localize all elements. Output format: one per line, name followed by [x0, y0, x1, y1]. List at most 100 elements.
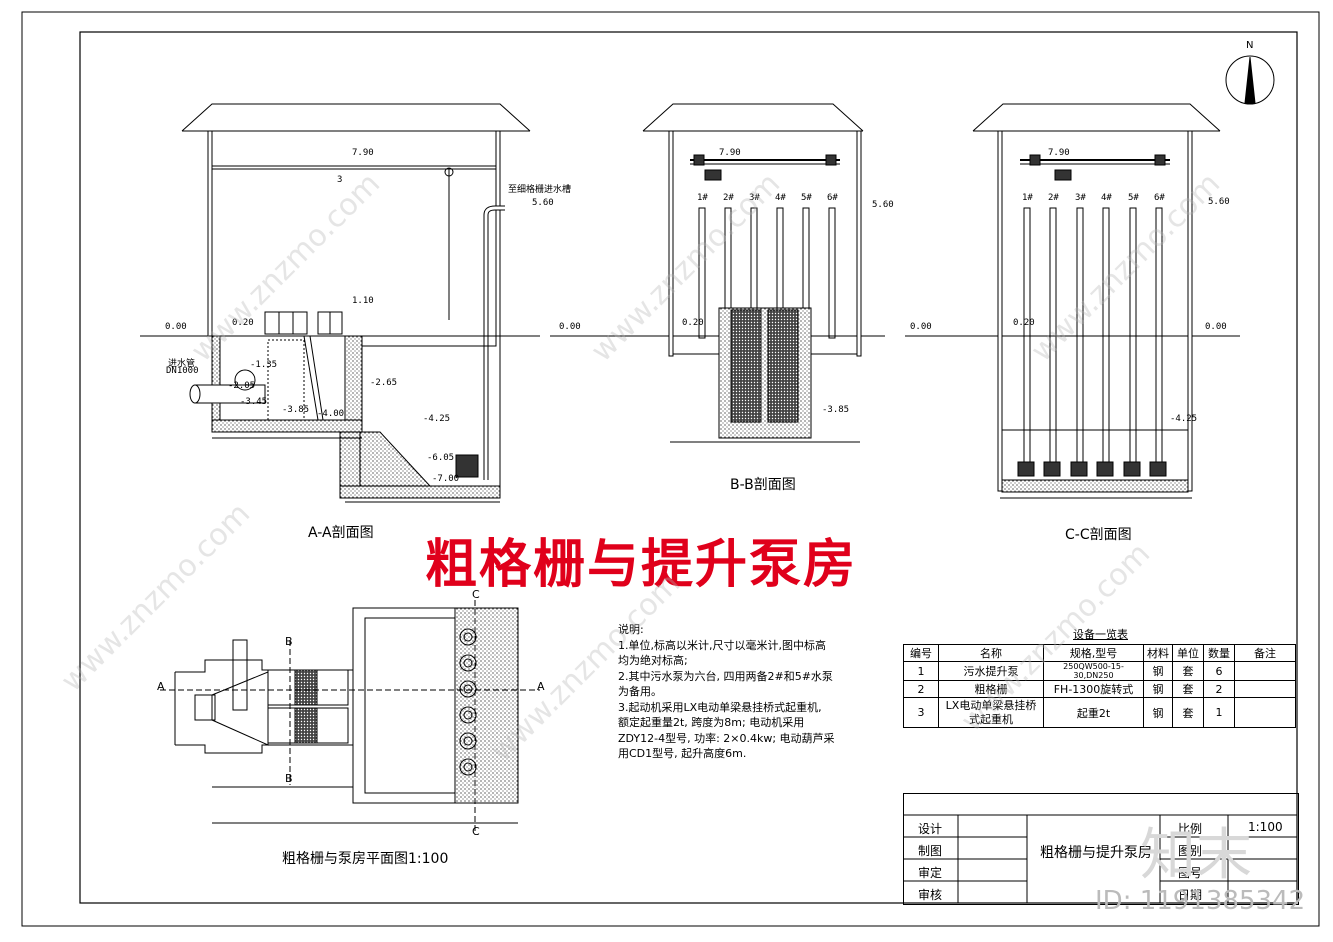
plan-pumps: [459, 628, 477, 776]
aa-floor-elev: 1.10: [352, 296, 374, 306]
aa-e7: -4.25: [423, 414, 451, 424]
bb-roof-elev: 7.90: [719, 148, 741, 158]
cell: 钢: [1143, 661, 1173, 681]
notes-line-5: 3.起动机采用LX电动单梁悬挂桥式起重机,: [618, 700, 822, 714]
equipment-table-title: 设备一览表: [1073, 628, 1128, 641]
watermark-id: ID: 1191385342: [1095, 886, 1306, 916]
cell: 起重2t: [1043, 697, 1144, 728]
tb-number-label: 图号: [1178, 866, 1203, 880]
bb-pump-3: 3#: [749, 193, 760, 203]
col-unit: 单位: [1172, 644, 1204, 662]
main-title: 粗格栅与提升泵房: [425, 534, 858, 595]
col-material: 材料: [1143, 644, 1173, 662]
title-block: [903, 793, 1299, 905]
equipment-table: 编号 名称 规格,型号 材料 单位 数量 备注 1 污水提升泵 250QW500…: [903, 644, 1296, 728]
aa-pipe-elev: 5.60: [532, 198, 554, 208]
cell: [1234, 661, 1296, 681]
bb-pipe-elev: 5.60: [872, 200, 894, 210]
notes-heading: 说明:: [618, 623, 644, 636]
tb-design: 设计: [918, 822, 943, 836]
aa-section-caption: A-A剖面图: [308, 525, 374, 541]
cc-pump-1: 1#: [1022, 193, 1033, 203]
bb-pump-1: 1#: [697, 193, 708, 203]
notes-line-7: ZDY12-4型号, 功率: 2×0.4kw; 电动葫芦采: [618, 731, 835, 745]
cc-bottom: -4.25: [1170, 414, 1198, 424]
north-arrow-icon: [1225, 55, 1275, 105]
aa-e4: -3.45: [240, 397, 268, 407]
cell: FH-1300旋转式: [1043, 680, 1144, 698]
cell: 1: [1203, 697, 1235, 728]
bb-pump-2: 2#: [723, 193, 734, 203]
cc-ground-right: 0.00: [1205, 322, 1227, 332]
north-label: N: [1246, 40, 1254, 51]
notes-line-8: 用CD1型号, 起升高度6m.: [618, 747, 747, 760]
aa-e6: -4.00: [317, 409, 345, 419]
col-remark: 备注: [1234, 644, 1296, 662]
notes-line-2: 均为绝对标高;: [618, 654, 688, 667]
aa-e9: -7.00: [432, 474, 460, 484]
plan-marker-b-bottom: B: [285, 772, 293, 785]
col-qty: 数量: [1203, 644, 1235, 662]
tb-category-label: 图别: [1178, 844, 1203, 858]
bb-section-caption: B-B剖面图: [730, 477, 796, 493]
plan-marker-c-bottom: C: [472, 825, 480, 838]
bb-pump-6: 6#: [827, 193, 838, 203]
watermark-logo: 知末: [1140, 823, 1252, 888]
notes-line-4: 为备用。: [618, 685, 662, 698]
cell: 2: [1203, 680, 1235, 698]
cc-ground-left: 0.00: [910, 322, 932, 332]
cc-section-caption: C-C剖面图: [1065, 527, 1132, 543]
plan-marker-a-left: A: [157, 680, 165, 693]
bb-pump-4: 4#: [775, 193, 786, 203]
cell: [1234, 680, 1296, 698]
cc-pump-4: 4#: [1101, 193, 1112, 203]
aa-beam-no: 3: [337, 175, 343, 185]
table-header-row: 编号 名称 规格,型号 材料 单位 数量 备注: [903, 644, 1296, 662]
bb-pump-5: 5#: [801, 193, 812, 203]
aa-e3: -2.65: [370, 378, 398, 388]
tb-scale-label: 比例: [1178, 822, 1203, 836]
cc-pump-5: 5#: [1128, 193, 1139, 203]
plan-marker-a-right: A: [537, 680, 545, 693]
bb-bottom: -3.85: [822, 405, 850, 415]
plan-marker-b-top: B: [285, 635, 293, 648]
tb-check: 审核: [918, 888, 943, 902]
title-block-lines: [903, 814, 1297, 903]
table-row: 2 粗格栅 FH-1300旋转式 钢 套 2: [903, 680, 1296, 698]
aa-e5: -3.85: [282, 405, 310, 415]
aa-e1: -1.35: [250, 360, 278, 370]
tb-date-label: 日期: [1178, 888, 1203, 902]
notes-line-1: 1.单位,标高以米计,尺寸以毫米计,图中标高: [618, 638, 826, 652]
aa-pipe-note: 至细格栅进水槽: [508, 185, 572, 195]
aa-inlet-dn: DN1000: [166, 366, 199, 376]
cell: 钢: [1143, 697, 1173, 728]
aa-section: [140, 103, 540, 503]
tb-review: 审定: [918, 866, 943, 880]
cell: 2: [903, 680, 939, 698]
cell: [1234, 697, 1296, 728]
cc-section: [905, 103, 1240, 499]
design-notes: 说明: 1.单位,标高以米计,尺寸以毫米计,图中标高 均为绝对标高; 2.其中污…: [618, 622, 835, 762]
tb-draw: 制图: [918, 844, 943, 858]
tb-scale-value: 1:100: [1248, 820, 1283, 834]
plan-marker-c-top: C: [472, 588, 480, 601]
cell: 套: [1172, 697, 1204, 728]
cc-pipe-elev: 5.60: [1208, 197, 1230, 207]
bb-section: [550, 103, 885, 443]
bb-ground-plat: 0.20: [682, 318, 704, 328]
sheet-border: [21, 11, 1320, 927]
cc-roof-elev: 7.90: [1048, 148, 1070, 158]
cc-ground-plat: 0.20: [1013, 318, 1035, 328]
notes-line-3: 2.其中污水泵为六台, 四用两备2#和5#水泵: [618, 669, 833, 683]
cell: 1: [903, 661, 939, 681]
cc-pump-2: 2#: [1048, 193, 1059, 203]
notes-line-6: 额定起重量2t, 跨度为8m; 电动机采用: [618, 716, 805, 729]
cell: 3: [903, 697, 939, 728]
cell: 套: [1172, 661, 1204, 681]
cell: 污水提升泵: [938, 661, 1044, 681]
cc-pump-6: 6#: [1154, 193, 1165, 203]
cell: 套: [1172, 680, 1204, 698]
plan-caption: 粗格栅与泵房平面图1:100: [282, 851, 449, 867]
aa-ground-left: 0.00: [165, 322, 187, 332]
